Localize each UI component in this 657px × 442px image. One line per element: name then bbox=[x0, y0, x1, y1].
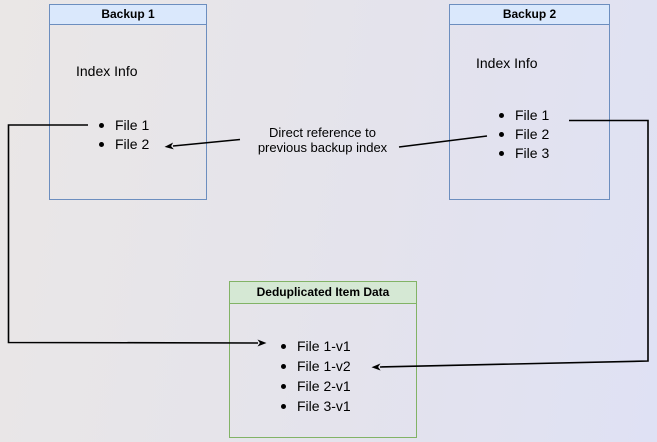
bullet-icon bbox=[281, 383, 286, 389]
file-list-item: File 2-v1 bbox=[230, 376, 418, 396]
file-list-item: File 2 bbox=[50, 135, 208, 154]
bullet-icon bbox=[99, 123, 104, 128]
bullet-icon bbox=[499, 132, 504, 137]
dedup-title: Deduplicated Item Data bbox=[230, 282, 416, 304]
file-list-item: File 3-v1 bbox=[230, 396, 418, 416]
backup2-title: Backup 2 bbox=[450, 5, 609, 25]
bullet-icon bbox=[499, 151, 504, 156]
backup2-index-info-label: Index Info bbox=[476, 55, 538, 71]
bullet-icon bbox=[281, 363, 286, 369]
file-list-item: File 1-v2 bbox=[230, 356, 418, 376]
file-list-item: File 1 bbox=[450, 106, 611, 125]
file-list-item: File 3 bbox=[450, 144, 611, 163]
file-label: File 2-v1 bbox=[297, 378, 351, 394]
file-list-item: File 1 bbox=[50, 116, 208, 135]
file-label: File 3 bbox=[515, 145, 550, 161]
annotation-line-1: Direct reference to bbox=[269, 125, 376, 140]
backup1-box: Backup 1 Index Info File 1 File 2 bbox=[49, 4, 207, 200]
backup1-title: Backup 1 bbox=[50, 5, 206, 25]
dedup-box: Deduplicated Item Data File 1-v1 File 1-… bbox=[229, 281, 417, 438]
bullet-icon bbox=[281, 403, 286, 409]
file-label: File 1-v1 bbox=[297, 338, 351, 354]
bullet-icon bbox=[499, 113, 504, 118]
file-label: File 1 bbox=[115, 117, 150, 133]
file-label: File 3-v1 bbox=[297, 398, 351, 414]
file-list-item: File 2 bbox=[450, 125, 611, 144]
backup2-box: Backup 2 Index Info File 1 File 2 File 3 bbox=[449, 4, 610, 200]
backup1-file-list: File 1 File 2 bbox=[50, 116, 208, 154]
file-label: File 1-v2 bbox=[297, 358, 351, 374]
dedup-item-list: File 1-v1 File 1-v2 File 2-v1 File 3-v1 bbox=[230, 336, 418, 416]
file-label: File 1 bbox=[515, 107, 550, 123]
direct-reference-annotation: Direct reference to previous backup inde… bbox=[232, 125, 413, 155]
file-label: File 2 bbox=[115, 136, 150, 152]
file-list-item: File 1-v1 bbox=[230, 336, 418, 356]
backup2-file-list: File 1 File 2 File 3 bbox=[450, 106, 611, 163]
backup1-index-info-label: Index Info bbox=[76, 63, 138, 79]
file-label: File 2 bbox=[515, 126, 550, 142]
bullet-icon bbox=[99, 142, 104, 147]
annotation-line-2: previous backup index bbox=[257, 140, 388, 155]
bullet-icon bbox=[281, 343, 286, 349]
